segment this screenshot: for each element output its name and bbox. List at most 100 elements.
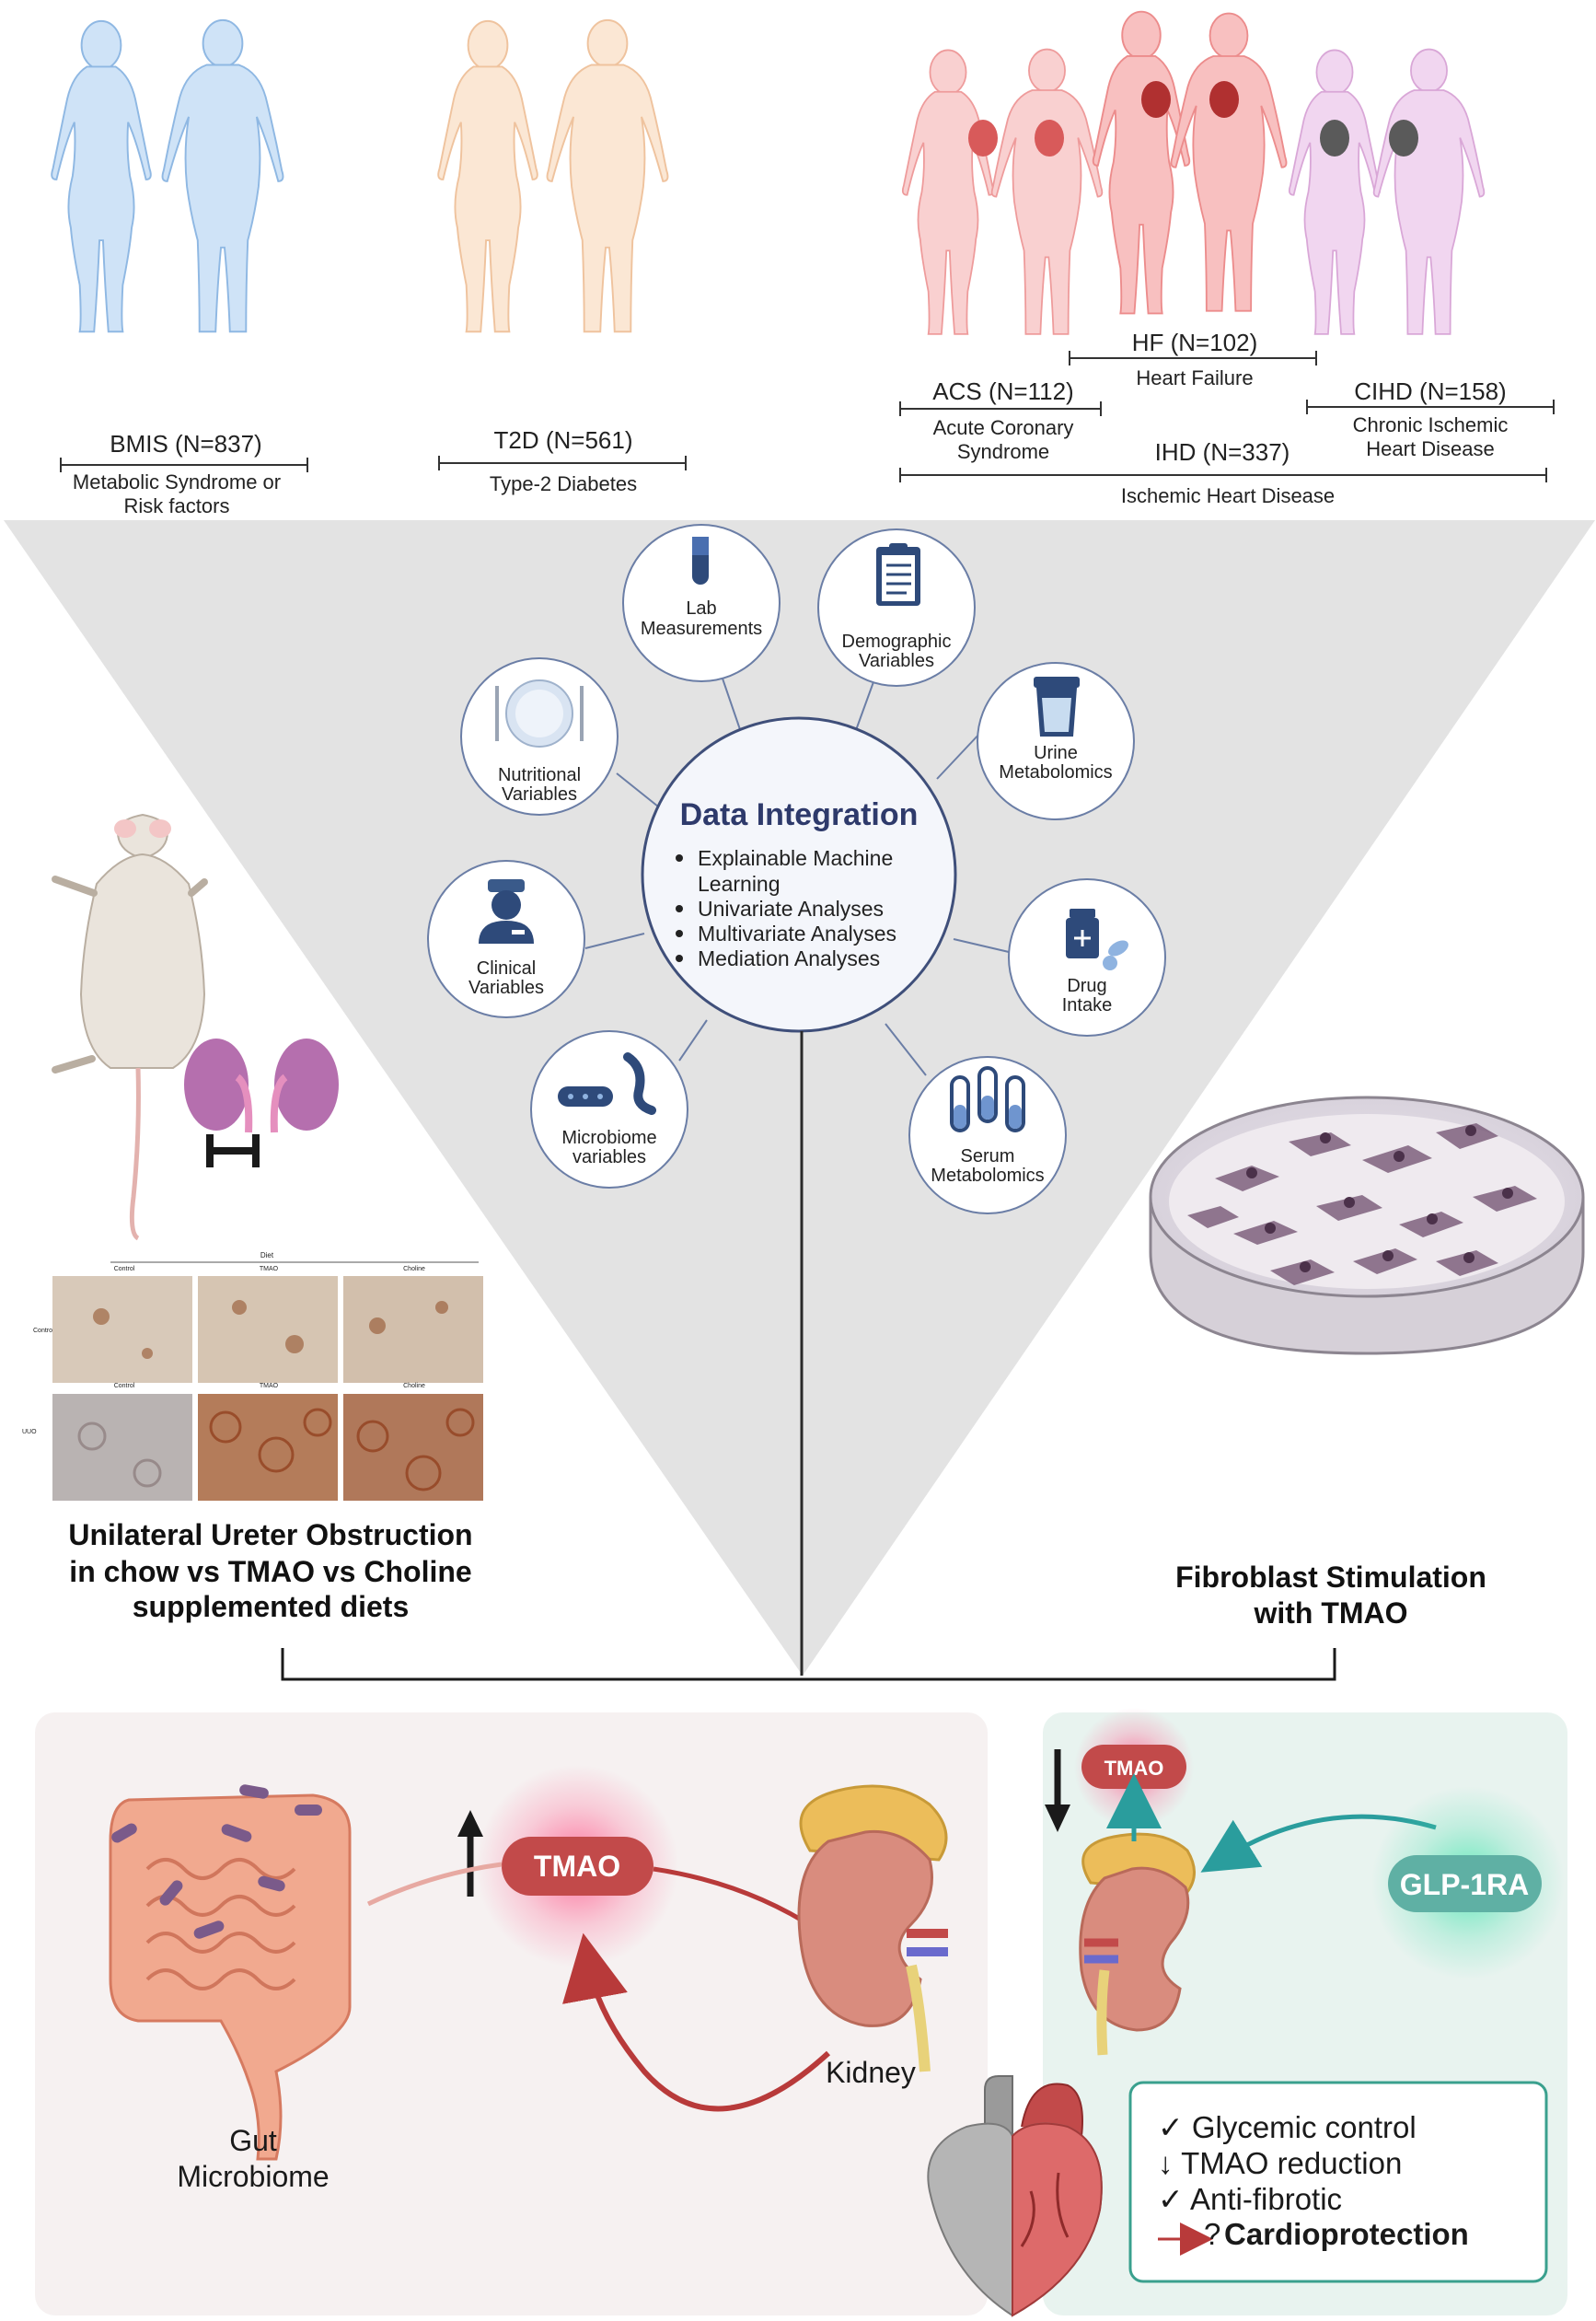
bacterium-icon (558, 1052, 656, 1115)
svg-text:Microbiome: Microbiome (561, 1128, 656, 1148)
diet-label: Diet (260, 1251, 274, 1259)
uuo-caption: Unilateral Ureter Obstruction in chow vs… (68, 1518, 472, 1623)
t2d-label-group: T2D (N=561) Type-2 Diabetes (438, 426, 687, 495)
svg-text:Choline: Choline (403, 1383, 425, 1389)
gut-illustration (109, 1784, 352, 2161)
hf-title: HF (N=102) (1132, 329, 1258, 356)
svg-text:TMAO: TMAO (260, 1383, 279, 1389)
svg-text:in chow vs TMAO vs Choline: in chow vs TMAO vs Choline (69, 1555, 471, 1588)
svg-text:Demographic: Demographic (842, 632, 952, 652)
test-tubes-icon (950, 1066, 1025, 1132)
svg-text:supplemented diets: supplemented diets (133, 1590, 410, 1623)
svg-text:Drug: Drug (1067, 976, 1106, 996)
ihd-desc: Ischemic Heart Disease (1121, 484, 1335, 507)
satellite-demographic: Demographic Variables (817, 528, 976, 687)
heart-icons (968, 81, 1418, 157)
effect-glycemic: ✓ Glycemic control (1158, 2110, 1417, 2144)
satellite-serum: Serum Metabolomics (908, 1056, 1067, 1214)
svg-text:Clinical: Clinical (477, 958, 536, 979)
svg-text:TMAO: TMAO (1104, 1757, 1164, 1780)
right-kidney-icon (274, 1039, 339, 1131)
svg-text:Control: Control (114, 1383, 135, 1389)
nurse-icon (479, 879, 534, 944)
svg-text:Control: Control (33, 1328, 54, 1334)
histology-control-control (52, 1276, 192, 1383)
cihd-desc-line2: Heart Disease (1366, 437, 1494, 460)
svg-text:Serum: Serum (961, 1146, 1015, 1166)
histology-uuo-control (52, 1394, 192, 1501)
pill-bottle-icon (1066, 909, 1128, 970)
satellite-lab: Lab Measurements (622, 524, 781, 682)
svg-text:Measurements: Measurements (641, 619, 762, 639)
kidney-small-illustration (1079, 1832, 1196, 2056)
acs-silhouettes (901, 48, 1104, 335)
svg-text:TMAO: TMAO (260, 1266, 279, 1272)
svg-text:Lab: Lab (686, 598, 716, 619)
bmis-desc-line1: Metabolic Syndrome or (73, 470, 281, 493)
tmao-pill: TMAO (502, 1837, 653, 1896)
svg-text:Unilateral Ureter Obstruction: Unilateral Ureter Obstruction (68, 1518, 472, 1551)
svg-text:Choline: Choline (403, 1266, 425, 1272)
effects-list: ✓ Glycemic control ↓ TMAO reduction ✓ An… (1158, 2110, 1417, 2216)
ureter-clamp-icon (206, 1134, 260, 1167)
acs-label-group: ACS (N=112) Acute Coronary Syndrome (899, 377, 1102, 463)
kidney-illustration (797, 1784, 948, 2072)
mouse-illustration (52, 813, 339, 1241)
svg-text:Gut: Gut (229, 2124, 277, 2157)
bullet-2: Univariate Analyses (698, 897, 884, 921)
data-integration-hub: Data Integration Explainable Machine Lea… (641, 716, 957, 1033)
ihd-label-group: IHD (N=337) Ischemic Heart Disease (899, 438, 1547, 507)
gut-to-tmao-arrow (366, 1862, 503, 1907)
uuo-histology-grid: Diet Control TMAO Choline Control Contro… (22, 1251, 483, 1501)
bullet-1: Explainable Machine (698, 846, 893, 870)
hf-desc: Heart Failure (1136, 366, 1253, 389)
svg-text:?: ? (1204, 2217, 1220, 2251)
svg-text:with TMAO: with TMAO (1253, 1596, 1407, 1630)
svg-text:Fibroblast Stimulation: Fibroblast Stimulation (1175, 1561, 1486, 1594)
svg-text:Variables: Variables (859, 651, 934, 671)
acs-title: ACS (N=112) (932, 377, 1073, 405)
bmis-silhouettes (51, 18, 284, 333)
cihd-desc-line1: Chronic Ischemic (1353, 413, 1509, 436)
svg-text:Control: Control (114, 1266, 135, 1272)
t2d-title: T2D (N=561) (494, 426, 633, 454)
svg-text:TMAO: TMAO (534, 1850, 620, 1883)
t2d-silhouettes (437, 18, 669, 333)
hf-silhouettes (1092, 10, 1288, 315)
hf-label-group: HF (N=102) Heart Failure (1069, 329, 1317, 389)
glp1ra-pill: GLP-1RA (1388, 1855, 1542, 1912)
acs-desc-line2: Syndrome (957, 440, 1049, 463)
svg-text:Intake: Intake (1062, 995, 1112, 1015)
effect-antifibrotic: ✓ Anti-fibrotic (1158, 2182, 1342, 2216)
satellite-nutritional: Nutritional Variables (460, 657, 619, 816)
satellite-clinical: Clinical Variables (427, 860, 585, 1018)
bullet-1b: Learning (698, 872, 781, 896)
data-integration-bullets: Explainable Machine Learning Univariate … (676, 846, 896, 970)
test-tube-icon (692, 537, 709, 585)
bullet-3: Multivariate Analyses (698, 922, 896, 946)
svg-text:Metabolomics: Metabolomics (999, 762, 1112, 783)
svg-text:Variables: Variables (502, 784, 577, 805)
gut-label: Gut Microbiome (177, 2124, 329, 2193)
cihd-title: CIHD (N=158) (1354, 377, 1506, 405)
kidney-label: Kidney (826, 2056, 916, 2089)
urine-cup-icon (1034, 677, 1080, 737)
svg-text:Cardioprotection: Cardioprotection (1224, 2217, 1469, 2251)
histology-uuo-choline (343, 1394, 483, 1501)
increase-arrow-icon (457, 1810, 483, 1897)
svg-text:Microbiome: Microbiome (177, 2160, 329, 2193)
joining-bracket (281, 1648, 1336, 1681)
svg-text:Variables: Variables (468, 978, 544, 998)
bmis-desc-line2: Risk factors (124, 494, 230, 517)
satellite-microbiome: Microbiome variables (530, 1030, 688, 1189)
cihd-silhouettes (1288, 48, 1486, 335)
connector-lines (584, 616, 1010, 1076)
bullet-4: Mediation Analyses (698, 946, 880, 970)
cihd-label-group: CIHD (N=158) Chronic Ischemic Heart Dise… (1306, 377, 1555, 460)
svg-text:UUO: UUO (22, 1429, 37, 1435)
integration-funnel (4, 520, 1595, 1676)
clipboard-icon (876, 543, 920, 606)
petri-dish-illustration (1149, 1096, 1585, 1355)
bacteria-icons (111, 1784, 322, 1939)
